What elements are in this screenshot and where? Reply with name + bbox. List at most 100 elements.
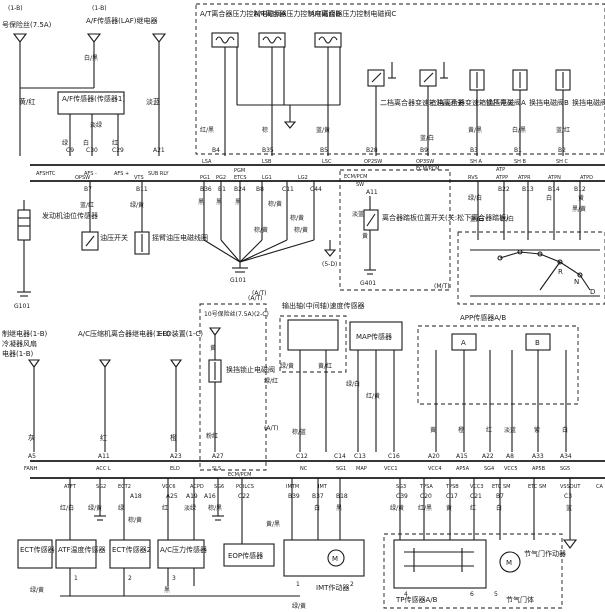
laf-arrow-icon-1 — [86, 33, 102, 43]
sig-subrly: SUB RLY — [148, 171, 169, 177]
shift-lock-label: 换挡锁止电磁阀 — [226, 365, 275, 374]
solenoid-a-icon — [211, 32, 239, 48]
sig-poilcs: POILCS — [236, 484, 254, 490]
w-yellow-red-cs: 黄/红 — [318, 362, 332, 370]
ect2-sensor-box — [109, 539, 151, 569]
b-w-yellow-black: 黄/黑 — [266, 520, 280, 528]
shift-a-label: 换挡电磁阀A — [486, 98, 526, 107]
sig-sg3: SG3 — [396, 484, 406, 490]
pin-b8: B8 — [256, 186, 264, 193]
vssout-arrow-icon — [562, 539, 578, 549]
pin-a11-mt: A11 — [366, 189, 378, 196]
at-sol-a-label: A/T离合器压力控制电磁阀A — [200, 9, 286, 18]
sig-etcsm: ETC SM — [492, 484, 511, 490]
sig-rvs: RVS — [468, 175, 478, 181]
pin-a11-low: A11 — [98, 453, 110, 460]
ground-icon-b1 — [94, 515, 106, 521]
pin-c12: C12 — [296, 453, 308, 460]
w-yellow-red: 黄/红 — [19, 97, 35, 106]
w-blue-cs: 棕/蓝 — [292, 428, 306, 436]
laf-arrow-icon-2 — [151, 33, 167, 43]
fuse10-label: 10号保险丝(7.5A)(2-C) — [204, 310, 269, 318]
pin-c22: C22 — [238, 493, 250, 500]
b-w-red-2: 红 — [470, 504, 476, 512]
rocker-label: 摇臂油压电磁线圈 — [152, 233, 208, 242]
pin-a33: A33 — [532, 453, 544, 460]
shift-solenoid-c-icon — [555, 69, 571, 91]
w-yellow-sl: 黄 — [210, 344, 216, 352]
w-green: 绿 — [62, 139, 68, 147]
sig-etcsm2: ETC SM — [528, 484, 547, 490]
position-switch-box — [457, 231, 605, 305]
b-w-green: 绿 — [118, 504, 124, 512]
pin-c3: C3 — [564, 493, 572, 500]
w-red: 红 — [112, 139, 118, 147]
b-w-green-yellow-bot: 绿/黄 — [30, 586, 44, 594]
w-purple-app: 紫 — [534, 426, 540, 434]
ground-arrow-icon — [283, 121, 297, 129]
throttle-body-label: 节气门体 — [506, 595, 534, 604]
fuse-arrow-icon — [12, 33, 28, 43]
cs-sensor-label: 输出轴(中间轴)速度传感器 — [282, 301, 364, 310]
w-lightblue-app: 淡蓝 — [504, 426, 516, 434]
shift-lock-solenoid-icon — [208, 359, 222, 383]
shift-solenoid-b-icon — [512, 69, 528, 91]
laf-relay-label: A/F传感器(LAF)继电器 — [86, 16, 158, 25]
imt-motor-icon — [327, 549, 345, 567]
sig-afshtc: AFSHTC — [36, 171, 56, 177]
pin-c17: C17 — [446, 493, 458, 500]
pin-3-ac: 3 — [172, 575, 176, 582]
w-red-app: 红 — [486, 426, 492, 434]
shift-solenoid-a-icon — [469, 69, 485, 91]
sig-vcc3: VCC3 — [470, 484, 484, 490]
sig-ca: CA — [596, 484, 603, 490]
w-white-black-b: 白/黑 — [512, 126, 526, 134]
ecmpcm-sls: ECM/PCM — [228, 472, 251, 478]
pin-a27: A27 — [212, 453, 224, 460]
pin-b3: B3 — [470, 147, 478, 154]
at-group-box — [195, 3, 605, 155]
sig-accl: ACC L — [96, 466, 111, 472]
w-red-black-a: 红/黑 — [200, 126, 214, 134]
ground-icon-g401 — [364, 269, 376, 275]
w-green-yellow-mid: 绿/黄 — [130, 201, 144, 209]
sig-pg2: PG2 — [216, 175, 226, 181]
b-w-green-yellow-bot2: 绿/黄 — [292, 602, 306, 610]
sig-atpr: ATPR — [518, 175, 531, 181]
tp-sensor-box — [393, 539, 487, 589]
w-white-atp: 白 — [546, 194, 552, 202]
pin-a19: A19 — [186, 493, 198, 500]
w-orange-eld: 橙 — [170, 433, 177, 442]
oil-level-sensor-icon — [17, 209, 31, 241]
pin-b36: B36 — [200, 186, 212, 193]
sig-ap5a: AP5A — [456, 466, 470, 472]
sig-atp: ATP — [496, 167, 505, 173]
b-w-brown-yellow: 棕/黄 — [128, 516, 142, 524]
pin-5-tp: 5 — [494, 591, 498, 598]
app-b-label: B — [535, 339, 540, 347]
ref-5d: (5-D) — [322, 261, 337, 268]
w-black-2: 黑 — [216, 199, 222, 206]
mt-group-box — [339, 169, 451, 291]
pin-b18: B18 — [336, 493, 348, 500]
pin-c14: C14 — [334, 453, 346, 460]
ac-relay-label: A/C压缩机离合器继电器(1-B) — [78, 329, 171, 338]
pin-4-tp: 4 — [404, 591, 408, 598]
w-black-1: 黑 — [198, 199, 204, 206]
ref-arrow-icon — [323, 249, 337, 257]
pin-b2: B2 — [558, 147, 566, 154]
at-sol-b-label: A/T离合器压力控制电磁阀B — [254, 9, 340, 18]
w-black-3: 黑 — [235, 199, 241, 206]
sig-sls: SLS — [212, 466, 221, 472]
b-w-black-bot: 黑 — [164, 587, 170, 594]
sig-shc: SH C — [556, 159, 569, 165]
sig-ap5b: AP5B — [532, 466, 546, 472]
g401: G401 — [360, 280, 376, 287]
w-blue-red-mid: 蓝/红 — [80, 201, 94, 209]
at-mark: (A/T) — [252, 290, 266, 297]
clutch-switch-icon — [363, 209, 379, 231]
sig-tpsb: TPSB — [445, 484, 459, 490]
g101-center: G101 — [230, 277, 246, 284]
app-sensor-box — [417, 325, 579, 405]
relay-1-label: 制继电器(1-B) — [2, 329, 48, 338]
